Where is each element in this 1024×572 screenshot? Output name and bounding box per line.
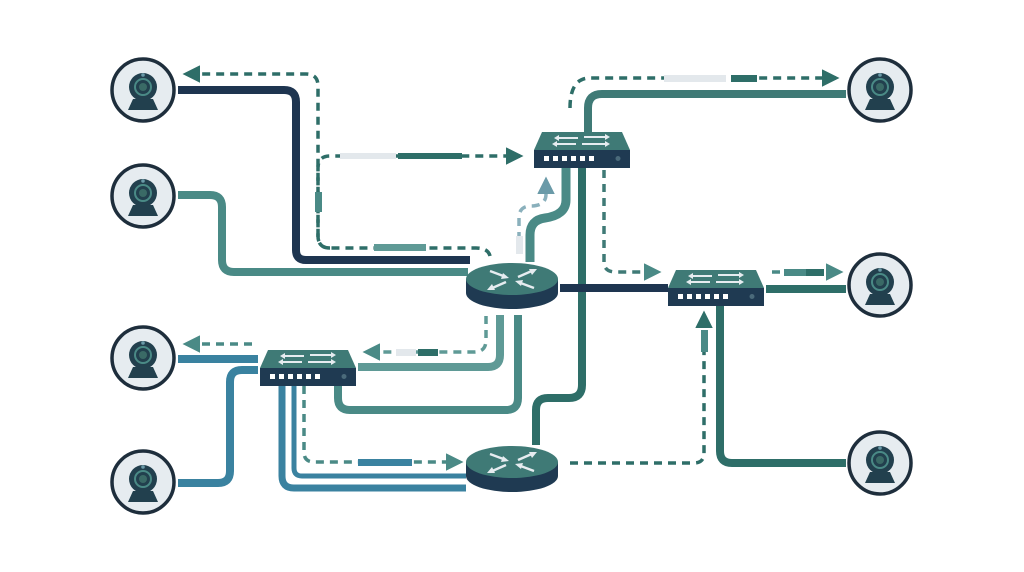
camera-icon[interactable] <box>110 325 176 391</box>
flow-switch-top-to-cam5 <box>568 69 840 109</box>
link-router-center-switch-left-a <box>358 315 504 371</box>
camera-icon[interactable] <box>847 430 913 496</box>
packet-bar <box>398 153 462 159</box>
packet-bar <box>396 349 416 356</box>
link-router-center-switch-top <box>525 168 571 262</box>
packet-bar <box>358 459 412 466</box>
link-switch-top-cam5 <box>584 90 846 132</box>
link-switch-left-router-bottom-b <box>278 386 466 492</box>
packet-bar <box>806 269 824 276</box>
packet-bar <box>784 269 806 276</box>
flow-router-center-up <box>517 176 555 254</box>
switch-right[interactable] <box>667 269 765 307</box>
link-router-center-switch-left-b <box>334 315 522 414</box>
switch-top[interactable] <box>533 131 631 169</box>
switch-left[interactable] <box>259 349 357 387</box>
flow-switch-left-to-router-bottom <box>302 386 464 471</box>
link-cam4-switch-left <box>178 366 258 487</box>
camera-icon[interactable] <box>847 252 913 318</box>
router-bottom[interactable] <box>464 444 560 494</box>
camera-icon[interactable] <box>110 163 176 229</box>
link-switch-left-router-bottom-a <box>291 386 466 479</box>
camera-icon[interactable] <box>110 57 176 123</box>
flow-switch-top-to-switch-right <box>602 170 662 281</box>
packet-bar <box>374 244 426 251</box>
flow-router-center-to-switch-left <box>362 316 488 361</box>
packet-bar <box>315 192 322 212</box>
packet-bar <box>516 236 523 254</box>
packet-bar <box>731 75 757 82</box>
camera-icon[interactable] <box>110 449 176 515</box>
link-cam1-router-center <box>178 86 470 264</box>
link-cam2-router-center <box>178 191 468 276</box>
flow-router-bottom-to-switch-right <box>570 310 713 465</box>
link-cam7-switch-right <box>716 306 846 467</box>
packet-bar <box>701 330 708 352</box>
link-switch-top-router-bottom <box>532 168 586 445</box>
flow-router-center-to-cam1 <box>182 65 492 257</box>
router-center[interactable] <box>464 261 560 311</box>
packet-bar <box>340 153 396 159</box>
camera-icon[interactable] <box>847 57 913 123</box>
flow-router-center-to-switch-top <box>316 147 524 250</box>
packet-bar <box>664 75 726 82</box>
packet-bar <box>418 349 438 356</box>
